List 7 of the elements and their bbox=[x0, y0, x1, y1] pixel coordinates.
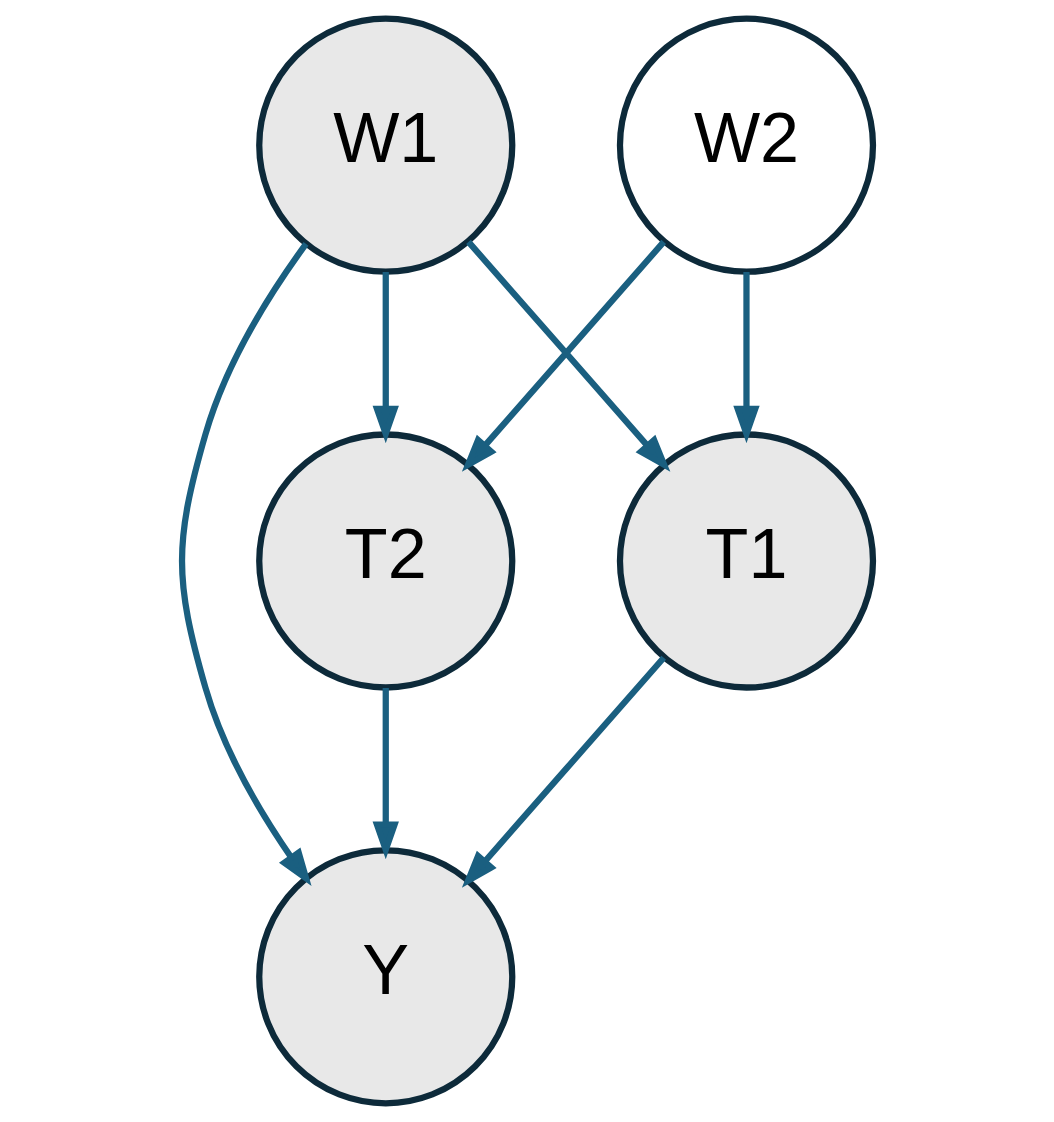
node-circle: W2 bbox=[616, 15, 876, 275]
arrow bbox=[178, 242, 312, 886]
arrow bbox=[732, 272, 760, 444]
arrow bbox=[372, 687, 399, 860]
arrow bbox=[372, 272, 399, 444]
arrow bbox=[461, 655, 666, 888]
node-circle: W1 bbox=[255, 15, 515, 275]
